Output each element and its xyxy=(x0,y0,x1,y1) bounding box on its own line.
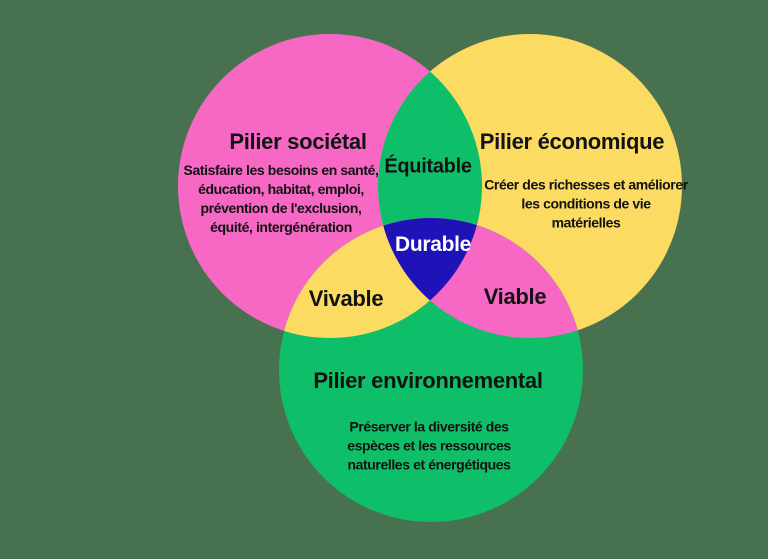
viable-lens xyxy=(378,218,583,338)
vivable-lens xyxy=(279,218,482,338)
